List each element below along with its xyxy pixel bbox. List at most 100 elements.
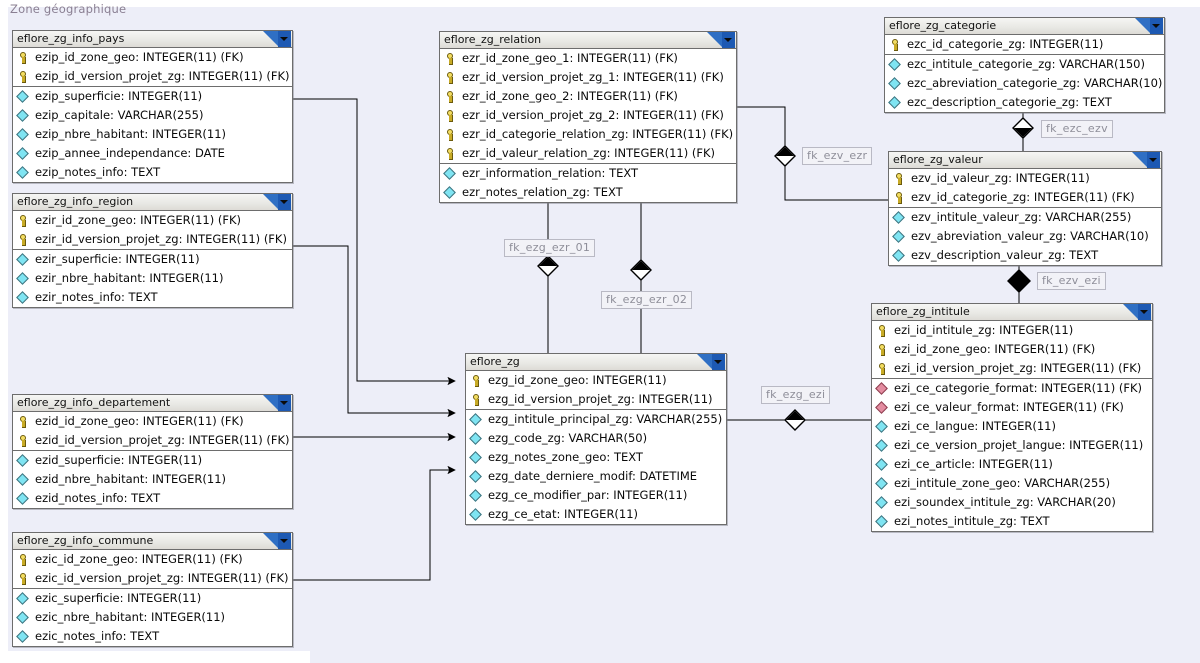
key-row[interactable]: ezg_id_zone_geo: INTEGER(11) — [466, 371, 726, 390]
chevron-down-icon[interactable] — [722, 32, 735, 48]
relationship-label-fk-ezg-ezr-01[interactable]: fk_ezg_ezr_01 — [504, 239, 596, 257]
chevron-down-icon[interactable] — [278, 533, 291, 549]
field-row[interactable]: ezip_annee_independance: DATE — [13, 144, 292, 163]
relationship-label-fk-ezv-ezi[interactable]: fk_ezv_ezi — [1037, 272, 1106, 290]
key-row[interactable]: ezv_id_categorie_zg: INTEGER(11) (FK) — [889, 188, 1161, 207]
field-row[interactable]: ezv_description_valeur_zg: TEXT — [889, 246, 1161, 265]
chevron-down-icon[interactable] — [278, 194, 291, 210]
key-row[interactable]: ezc_id_categorie_zg: INTEGER(11) — [885, 35, 1164, 54]
field-row[interactable]: ezi_intitule_zone_geo: VARCHAR(255) — [872, 474, 1152, 493]
field-row[interactable]: ezv_intitule_valeur_zg: VARCHAR(255) — [889, 208, 1161, 227]
key-row[interactable]: ezr_id_version_projet_zg_2: INTEGER(11) … — [440, 106, 736, 125]
key-row[interactable]: ezip_id_zone_geo: INTEGER(11) (FK) — [13, 48, 292, 67]
key-row[interactable]: ezr_id_valeur_relation_zg: INTEGER(11) (… — [440, 144, 736, 163]
field-row[interactable]: ezg_code_zg: VARCHAR(50) — [466, 429, 726, 448]
field-row[interactable]: ezi_soundex_intitule_zg: VARCHAR(20) — [872, 493, 1152, 512]
relationship-label-fk-ezc-ezv[interactable]: fk_ezc_ezv — [1041, 120, 1113, 138]
key-row[interactable]: ezi_id_zone_geo: INTEGER(11) (FK) — [872, 340, 1152, 359]
attribute-label: ezid_notes_info: TEXT — [35, 491, 161, 505]
entity-header-eflore_zg[interactable]: eflore_zg — [466, 354, 726, 371]
field-row[interactable]: ezid_notes_info: TEXT — [13, 489, 292, 508]
key-row[interactable]: ezic_id_zone_geo: INTEGER(11) (FK) — [13, 550, 292, 569]
chevron-down-icon[interactable] — [278, 395, 291, 411]
entity-header-eflore_zg_relation[interactable]: eflore_zg_relation — [440, 32, 736, 49]
field-row[interactable]: ezid_nbre_habitant: INTEGER(11) — [13, 470, 292, 489]
field-row[interactable]: ezg_date_derniere_modif: DATETIME — [466, 467, 726, 486]
key-row[interactable]: ezir_id_version_projet_zg: INTEGER(11) (… — [13, 230, 292, 249]
field-row[interactable]: ezir_superficie: INTEGER(11) — [13, 250, 292, 269]
entity-header-eflore_zg_info_region[interactable]: eflore_zg_info_region — [13, 194, 292, 211]
key-row[interactable]: ezid_id_version_projet_zg: INTEGER(11) (… — [13, 431, 292, 450]
key-row[interactable]: ezr_id_zone_geo_2: INTEGER(11) (FK) — [440, 87, 736, 106]
attribute-label: ezid_nbre_habitant: INTEGER(11) — [35, 472, 227, 486]
field-row[interactable]: ezip_notes_info: TEXT — [13, 163, 292, 182]
field-row[interactable]: ezg_intitule_principal_zg: VARCHAR(255) — [466, 410, 726, 429]
field-row[interactable]: ezi_notes_intitule_zg: TEXT — [872, 512, 1152, 531]
relationship-label-fk-ezg-ezr-02[interactable]: fk_ezg_ezr_02 — [601, 291, 693, 309]
field-row[interactable]: ezir_notes_info: TEXT — [13, 288, 292, 307]
entity-header-eflore_zg_info_departement[interactable]: eflore_zg_info_departement — [13, 395, 292, 412]
attribute-group-fields: ezi_ce_categorie_format: INTEGER(11) (FK… — [872, 378, 1152, 531]
key-row[interactable]: ezir_id_zone_geo: INTEGER(11) (FK) — [13, 211, 292, 230]
field-row[interactable]: ezg_notes_zone_geo: TEXT — [466, 448, 726, 467]
field-row[interactable]: ezi_ce_langue: INTEGER(11) — [872, 417, 1152, 436]
key-row[interactable]: ezr_id_categorie_relation_zg: INTEGER(11… — [440, 125, 736, 144]
key-row[interactable]: ezip_id_version_projet_zg: INTEGER(11) (… — [13, 67, 292, 86]
field-row[interactable]: ezr_notes_relation_zg: TEXT — [440, 183, 736, 202]
field-row[interactable]: ezip_capitale: VARCHAR(255) — [13, 106, 292, 125]
page-curl-icon — [263, 533, 279, 549]
field-row[interactable]: ezid_superficie: INTEGER(11) — [13, 451, 292, 470]
entity-header-eflore_zg_info_pays[interactable]: eflore_zg_info_pays — [13, 31, 292, 48]
entity-header-eflore_zg_categorie[interactable]: eflore_zg_categorie — [885, 18, 1164, 35]
key-row[interactable]: ezid_id_zone_geo: INTEGER(11) (FK) — [13, 412, 292, 431]
field-row[interactable]: ezi_ce_categorie_format: INTEGER(11) (FK… — [872, 379, 1152, 398]
chevron-down-icon[interactable] — [1147, 152, 1160, 168]
field-row[interactable]: ezc_abreviation_categorie_zg: VARCHAR(10… — [885, 74, 1164, 93]
field-row[interactable]: ezic_superficie: INTEGER(11) — [13, 589, 292, 608]
chevron-down-icon[interactable] — [1138, 304, 1151, 320]
key-row[interactable]: ezr_id_version_projet_zg_1: INTEGER(11) … — [440, 68, 736, 87]
chevron-down-icon[interactable] — [712, 354, 725, 370]
key-row[interactable]: ezg_id_version_projet_zg: INTEGER(11) — [466, 390, 726, 409]
field-row[interactable]: ezi_ce_article: INTEGER(11) — [872, 455, 1152, 474]
entity-header-eflore_zg_info_commune[interactable]: eflore_zg_info_commune — [13, 533, 292, 550]
chevron-down-icon[interactable] — [278, 31, 291, 47]
attribute-group-keys: ezv_id_valeur_zg: INTEGER(11)ezv_id_cate… — [889, 169, 1161, 207]
field-row[interactable]: ezr_information_relation: TEXT — [440, 164, 736, 183]
field-row[interactable]: ezip_nbre_habitant: INTEGER(11) — [13, 125, 292, 144]
field-row[interactable]: ezc_description_categorie_zg: TEXT — [885, 93, 1164, 112]
key-row[interactable]: ezr_id_zone_geo_1: INTEGER(11) (FK) — [440, 49, 736, 68]
key-row[interactable]: ezi_id_version_projet_zg: INTEGER(11) (F… — [872, 359, 1152, 378]
entity-header-eflore_zg_valeur[interactable]: eflore_zg_valeur — [889, 152, 1161, 169]
field-row[interactable]: ezv_abreviation_valeur_zg: VARCHAR(10) — [889, 227, 1161, 246]
field-row[interactable]: ezic_nbre_habitant: INTEGER(11) — [13, 608, 292, 627]
field-row[interactable]: ezir_nbre_habitant: INTEGER(11) — [13, 269, 292, 288]
entity-header-eflore_zg_intitule[interactable]: eflore_zg_intitule — [872, 304, 1152, 321]
diamond-icon — [875, 495, 888, 509]
field-row[interactable]: ezic_notes_info: TEXT — [13, 627, 292, 646]
field-row[interactable]: ezi_ce_version_projet_langue: INTEGER(11… — [872, 436, 1152, 455]
relationship-label-fk-ezg-ezi[interactable]: fk_ezg_ezi — [761, 386, 831, 404]
field-row[interactable]: ezg_ce_etat: INTEGER(11) — [466, 505, 726, 524]
field-row[interactable]: ezc_intitule_categorie_zg: VARCHAR(150) — [885, 55, 1164, 74]
key-row[interactable]: ezi_id_intitule_zg: INTEGER(11) — [872, 321, 1152, 340]
chevron-down-icon[interactable] — [1150, 18, 1163, 34]
key-row[interactable]: ezv_id_valeur_zg: INTEGER(11) — [889, 169, 1161, 188]
key-row[interactable]: ezic_id_version_projet_zg: INTEGER(11) (… — [13, 569, 292, 588]
attribute-label: ezir_superficie: INTEGER(11) — [35, 252, 200, 266]
field-row[interactable]: ezip_superficie: INTEGER(11) — [13, 87, 292, 106]
relationship-label-fk-ezv-ezr[interactable]: fk_ezv_ezr — [802, 147, 873, 165]
field-row[interactable]: ezg_ce_modifier_par: INTEGER(11) — [466, 486, 726, 505]
attribute-label: ezi_notes_intitule_zg: TEXT — [894, 514, 1050, 528]
field-row[interactable]: ezi_ce_valeur_format: INTEGER(11) (FK) — [872, 398, 1152, 417]
